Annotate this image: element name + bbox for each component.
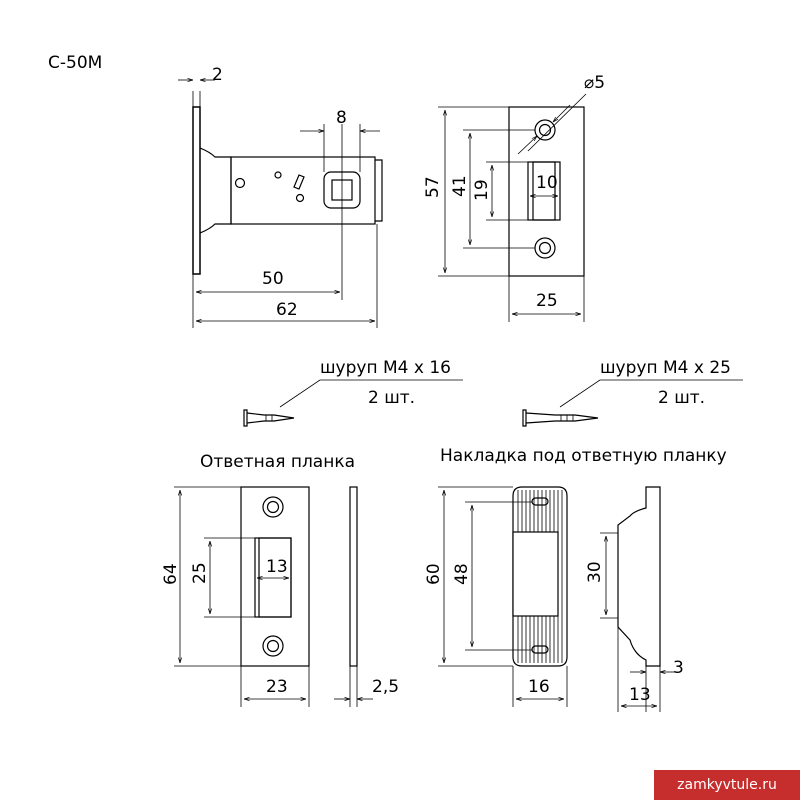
latch-hole-small [274,171,282,179]
dim-hole-spacing: 41 [450,175,470,197]
latch-hole [234,177,246,189]
latch-side-view: 2 8 50 62 [178,65,383,328]
faceplate-outline [508,106,585,277]
latch-slot-end [295,193,305,203]
pad-title: Накладка под ответную планку [440,446,727,466]
dim-plate-thickness: 2 [212,65,223,85]
screw-m4x16: шуруп М4 х 16 2 шт. [243,358,463,427]
dim-pad-thickness: 3 [673,658,684,678]
latch-body [230,156,376,225]
model-label: С-50М [48,53,102,73]
dim-pad-height: 60 [424,563,444,585]
pad-outline [512,486,568,667]
screw1-label: шуруп М4 х 16 [320,358,451,378]
strike-opening [254,537,292,618]
latch-faceplate-view: ⌀5 57 41 19 10 25 [423,73,605,322]
dim-pad-hole-spacing: 48 [452,563,472,585]
dim-faceplate-height: 57 [423,176,443,198]
latch-slot [293,174,305,190]
pad-slot-bottom [531,645,549,654]
strike-plate-view: Ответная планка 64 25 13 23 2,5 [161,452,399,707]
dim-faceplate-width: 25 [536,291,558,311]
dim-pad-width: 16 [528,677,550,697]
strike-title: Ответная планка [200,452,355,472]
strike-side [349,486,358,667]
screw-m4x25: шуруп М4 х 25 2 шт. [522,358,743,427]
faceplate-screw-hole-bottom [534,237,556,259]
dim-bolt-height: 19 [472,179,492,201]
pad-slot-top [531,497,549,506]
faceplate-screw-hole-top [534,119,556,141]
strike-pad-view: Накладка под ответную планку 60 48 16 30… [424,446,727,712]
latch-neck [199,147,232,234]
latch-front-plate [192,106,201,275]
strike-hole-top [262,496,284,518]
strike-outline [240,486,310,667]
latch-bolt [375,159,383,222]
screw2-head [522,409,527,427]
pad-opening [512,531,559,617]
dim-hole-diameter: ⌀5 [584,73,605,93]
dim-bolt-offset: 8 [336,108,347,128]
watermark-link[interactable]: zamkyvtule.ru [654,770,800,800]
dim-length: 62 [276,300,298,320]
dim-strike-width: 23 [266,677,288,697]
pad-side [617,486,661,667]
dim-pad-side: 13 [629,685,651,705]
screw2-qty: 2 шт. [658,388,705,408]
dim-backset: 50 [262,269,284,289]
screw1-qty: 2 шт. [368,388,415,408]
screw2-label: шуруп М4 х 25 [600,358,731,378]
dim-strike-thickness: 2,5 [372,677,399,697]
dim-strike-opening-width: 13 [266,557,288,577]
dim-strike-height: 64 [161,563,181,585]
dim-bolt-width: 10 [536,173,558,193]
strike-hole-bottom [262,635,284,657]
screw1-head [243,409,248,427]
dim-strike-opening-height: 25 [190,562,210,584]
dim-pad-depth: 30 [585,561,605,583]
